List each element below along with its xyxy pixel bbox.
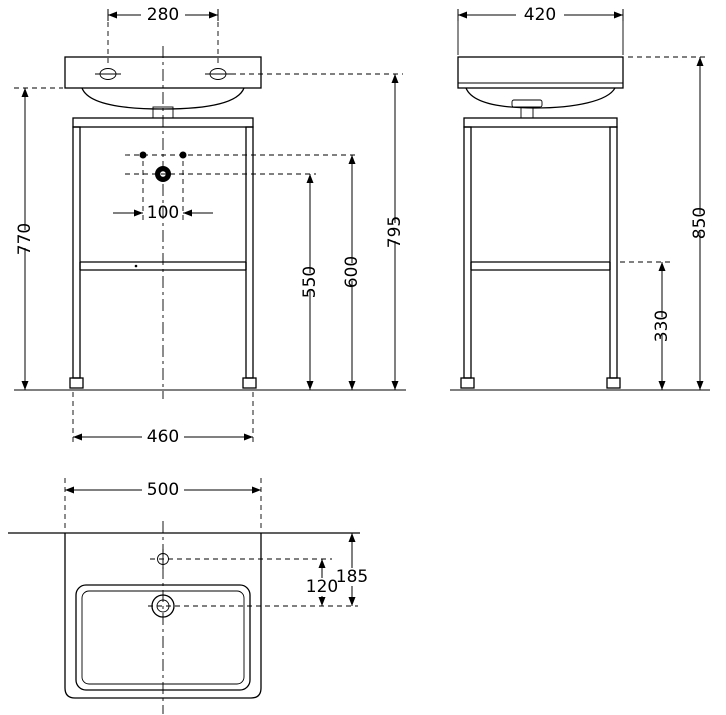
tap-hole-left-icon [95, 68, 121, 80]
dim-tap-to-drain: 120 [306, 559, 338, 606]
frame-leg-back [609, 126, 618, 379]
dim-drain-height: 550 [300, 174, 320, 390]
side-dimensions: 420 850 330 [457, 5, 710, 390]
dim-label-850: 850 [690, 207, 710, 239]
dim-label-280: 280 [147, 5, 179, 25]
dim-label-330: 330 [652, 310, 672, 342]
front-dimensions: 280 770 100 550 600 795 [15, 5, 405, 500]
plan-view [8, 521, 360, 714]
dim-fixing-hole-height: 600 [342, 155, 362, 390]
dim-label-460: 460 [147, 427, 179, 447]
foot-left [69, 377, 84, 389]
frame-leg-left [72, 126, 81, 379]
dim-stand-width: 460 [73, 427, 253, 447]
foot-right [242, 377, 257, 389]
foot-front [460, 377, 475, 389]
frame-leg-front [463, 126, 472, 379]
dim-label-120: 120 [306, 577, 338, 597]
drain-trap-side [511, 99, 543, 119]
dim-depth: 420 [457, 5, 624, 25]
front-view [14, 22, 406, 532]
dim-label-500: 500 [147, 480, 179, 500]
dim-label-100: 100 [147, 203, 179, 223]
dim-tap-hole-spacing: 280 [107, 5, 219, 25]
dim-tap-hole-height: 795 [385, 74, 405, 390]
dim-basin-width: 500 [65, 480, 261, 500]
foot-back [606, 377, 621, 389]
dim-label-600: 600 [342, 256, 362, 288]
dim-label-795: 795 [385, 216, 405, 248]
plan-dimensions: 185 120 [306, 533, 368, 606]
dim-shelf-height: 330 [652, 262, 672, 390]
frame-top-rail-side [463, 117, 618, 128]
dim-label-185: 185 [336, 567, 368, 587]
tap-hole-right-icon [205, 68, 231, 80]
bowl-underside-side [465, 87, 616, 109]
towel-shelf-side [470, 261, 611, 271]
dim-label-550: 550 [300, 266, 320, 298]
dim-overall-height: 850 [690, 57, 710, 390]
dim-stand-height: 770 [15, 88, 35, 390]
basin-side-outline [457, 56, 624, 89]
dim-fixing-hole-spacing: 100 [113, 203, 213, 223]
dim-edge-to-drain: 185 [336, 533, 368, 606]
frame-leg-right [245, 126, 254, 379]
dim-label-420: 420 [524, 5, 556, 25]
side-view [450, 21, 710, 391]
dim-label-770: 770 [15, 223, 35, 255]
